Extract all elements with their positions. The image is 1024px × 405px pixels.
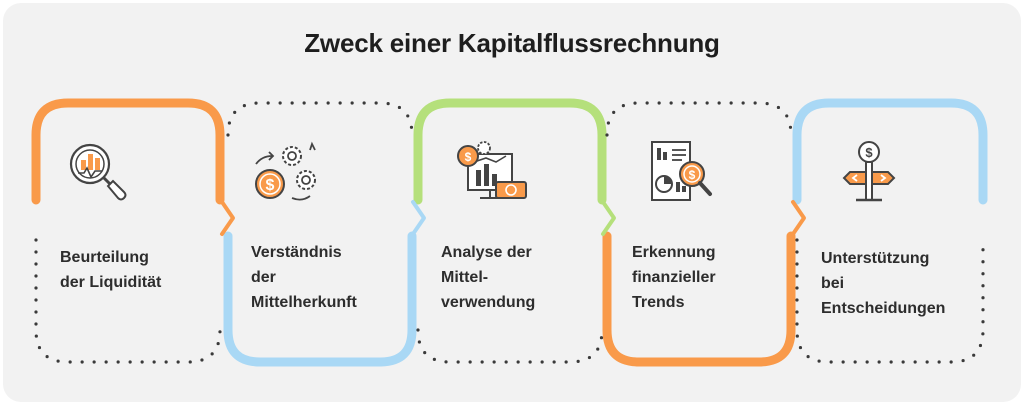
step-2-frame [223,231,417,367]
step-5-frame [792,98,988,205]
liquidity-analysis-icon [69,143,127,201]
svg-text:$: $ [865,145,873,160]
chevron-2-icon [411,200,426,236]
svg-text:$: $ [465,150,472,164]
step-2-label: Verständnis der Mittelherkunft [251,244,357,311]
fund-usage-icon: $ [457,141,527,199]
chevron-4-icon [791,200,806,236]
report-trends-icon: $ [651,141,712,201]
step-2-dotted-frame [226,101,414,137]
step-4-label: Erkennung finanzieller Trends [632,244,716,311]
gears-money-icon: $ [255,141,316,201]
diagram-background [3,3,1021,402]
chevron-1-icon [220,200,235,236]
decision-signpost-icon: $ [842,141,896,202]
step-4-frame [602,231,796,367]
diagram-title: Zweck einer Kapitalflussrechnung [304,28,720,58]
step-1-label: Beurteilung der Liquidität [60,249,162,291]
step-4-dotted-frame [605,101,793,137]
step-3-label: Analyse der Mittel- verwendung [441,244,536,311]
step-1-frame [31,98,225,205]
chevron-3-icon [601,200,616,236]
step-5-dotted-frame [795,238,985,364]
step-3-frame [413,98,607,205]
svg-text:$: $ [266,177,275,194]
step-5-label: Unterstützung bei Entscheidungen [821,250,946,317]
svg-text:$: $ [689,168,696,182]
step-3-dotted-frame [416,328,604,364]
